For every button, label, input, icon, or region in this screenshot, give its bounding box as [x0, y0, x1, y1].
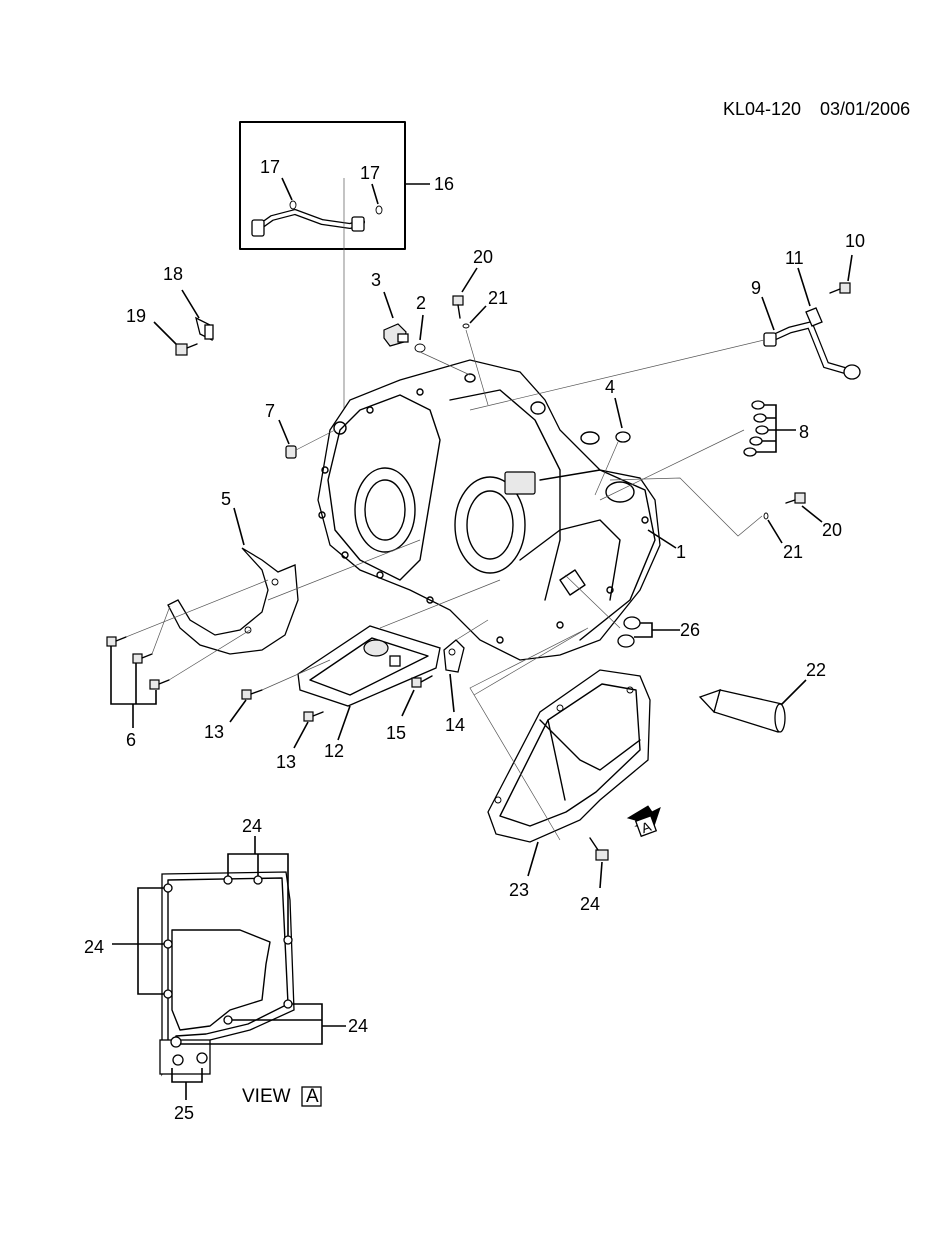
- view-letter-box: [301, 1086, 322, 1107]
- oring-part-2: [414, 343, 426, 353]
- bolt-part-10: [829, 282, 851, 294]
- clip-part-11: [805, 307, 823, 327]
- callout-17a: 17: [260, 157, 280, 177]
- callout-7: 7: [265, 401, 275, 421]
- plug-part-3: [383, 323, 409, 347]
- washer-part-4: [615, 431, 631, 443]
- callout-20a: 20: [473, 247, 493, 267]
- oil-pan-part-23: [487, 669, 651, 843]
- bolt-part-24: [589, 837, 609, 861]
- callout-11: 11: [785, 248, 804, 268]
- filter-part-12: [297, 625, 441, 707]
- callout-16: 16: [434, 174, 454, 194]
- callout-12: 12: [324, 741, 344, 761]
- callout-5: 5: [221, 489, 231, 509]
- callout-1: 1: [676, 542, 686, 562]
- view-letter: A: [306, 1086, 319, 1107]
- callout-3: 3: [371, 270, 381, 290]
- callout-23: 23: [509, 880, 529, 900]
- shield-part-5: [167, 547, 299, 655]
- callout-25: 25: [174, 1103, 194, 1123]
- view-caption: VIEW: [242, 1086, 291, 1107]
- callout-15: 15: [386, 723, 406, 743]
- bolt-part-19: [175, 343, 198, 356]
- callout-21a: 21: [488, 288, 508, 308]
- callout-22: 22: [806, 660, 826, 680]
- pipe-part-9: [763, 320, 861, 380]
- callout-20b: 20: [822, 520, 842, 540]
- transaxle-case: [317, 359, 661, 661]
- callout-19: 19: [126, 306, 146, 326]
- washer-part-21-top: [462, 323, 470, 329]
- callout-8: 8: [799, 422, 809, 442]
- bolts-part-6: [106, 636, 170, 690]
- callout-14: 14: [445, 715, 465, 735]
- callout-24b: 24: [242, 816, 262, 836]
- callout-2: 2: [416, 293, 426, 313]
- callout-13a: 13: [204, 722, 224, 742]
- document-date: 03/01/2006: [820, 99, 910, 119]
- callout-17b: 17: [360, 163, 380, 183]
- bolt-part-13-a: [241, 689, 263, 700]
- bracket-part-18: [195, 316, 214, 342]
- gasket-part-14: [443, 639, 465, 673]
- callout-13b: 13: [276, 752, 296, 772]
- callout-10: 10: [845, 231, 865, 251]
- callout-24c: 24: [84, 937, 104, 957]
- sealant-tube-part-22: [698, 688, 786, 733]
- view-a-arrow-icon: A: [626, 805, 661, 838]
- orings-part-26: [617, 616, 641, 648]
- bolt-part-20-top: [452, 295, 464, 319]
- callout-6: 6: [126, 730, 136, 750]
- washer-part-21-right: [763, 512, 769, 520]
- pipe-kit-inset: [239, 121, 430, 250]
- callout-21b: 21: [783, 542, 803, 562]
- document-code: KL04-120: [723, 99, 801, 119]
- callout-18: 18: [163, 264, 183, 284]
- callout-24d: 24: [348, 1016, 368, 1036]
- bolt-part-15: [411, 675, 433, 688]
- view-a-pan-outline: [159, 871, 295, 1077]
- callout-26: 26: [680, 620, 700, 640]
- callout-24a: 24: [580, 894, 600, 914]
- nut-part-7: [285, 445, 297, 459]
- bolt-part-13-b: [303, 711, 324, 722]
- bolt-part-20-right: [785, 492, 806, 504]
- callout-4: 4: [605, 377, 615, 397]
- callout-9: 9: [751, 278, 761, 298]
- washers-part-8: [743, 400, 769, 457]
